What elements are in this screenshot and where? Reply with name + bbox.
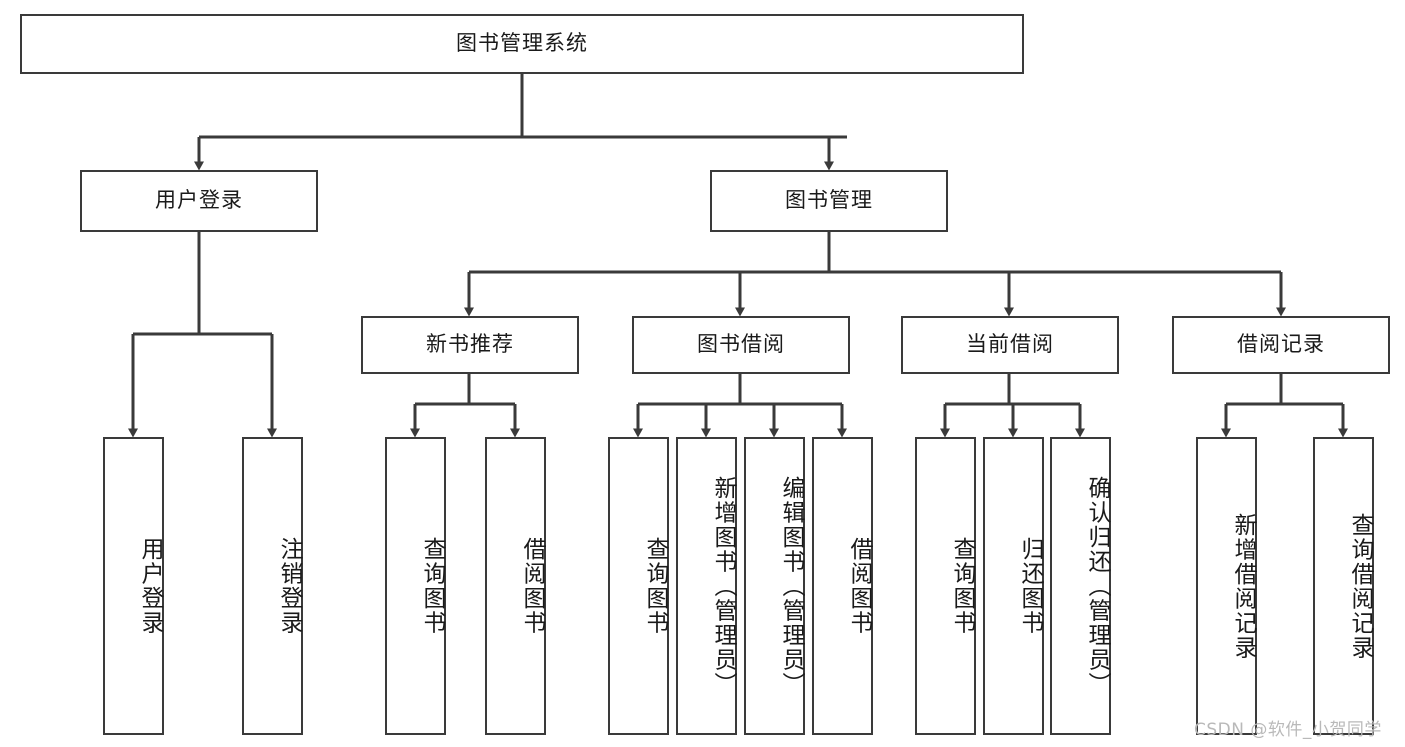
leaf-query-borrow-record-label: 查询借阅记录 — [1347, 512, 1373, 660]
leaf-add-book-admin[interactable]: 新增图书（管理员） — [676, 437, 737, 735]
leaf-query-book-current-label: 查询图书 — [949, 537, 975, 635]
node-book-manage[interactable]: 图书管理 — [710, 170, 948, 232]
node-new-book-recommend-label: 新书推荐 — [426, 332, 514, 357]
leaf-query-book-current[interactable]: 查询图书 — [915, 437, 976, 735]
node-new-book-recommend[interactable]: 新书推荐 — [361, 316, 579, 374]
node-book-borrow[interactable]: 图书借阅 — [632, 316, 850, 374]
leaf-query-book-borrow-label: 查询图书 — [642, 537, 668, 635]
leaf-borrow-book-borrow[interactable]: 借阅图书 — [812, 437, 873, 735]
leaf-confirm-return-admin[interactable]: 确认归还（管理员） — [1050, 437, 1111, 735]
node-root-label: 图书管理系统 — [456, 31, 588, 56]
leaf-query-book-borrow[interactable]: 查询图书 — [608, 437, 669, 735]
leaf-return-book[interactable]: 归还图书 — [983, 437, 1044, 735]
leaf-edit-book-admin[interactable]: 编辑图书（管理员） — [744, 437, 805, 735]
node-user-login-label: 用户登录 — [155, 188, 243, 213]
node-current-borrow[interactable]: 当前借阅 — [901, 316, 1119, 374]
leaf-query-borrow-record[interactable]: 查询借阅记录 — [1313, 437, 1374, 735]
leaf-add-book-admin-label: 新增图书（管理员） — [710, 475, 736, 697]
leaf-borrow-book-borrow-label: 借阅图书 — [846, 537, 872, 635]
leaf-user-login-label: 用户登录 — [137, 537, 163, 635]
node-user-login[interactable]: 用户登录 — [80, 170, 318, 232]
node-borrow-record[interactable]: 借阅记录 — [1172, 316, 1390, 374]
leaf-add-borrow-record[interactable]: 新增借阅记录 — [1196, 437, 1257, 735]
leaf-query-book-recommend[interactable]: 查询图书 — [385, 437, 446, 735]
leaf-borrow-book-recommend-label: 借阅图书 — [519, 537, 545, 635]
leaf-query-book-recommend-label: 查询图书 — [419, 537, 445, 635]
node-borrow-record-label: 借阅记录 — [1237, 332, 1325, 357]
leaf-logout-label: 注销登录 — [276, 537, 302, 635]
leaf-add-borrow-record-label: 新增借阅记录 — [1230, 512, 1256, 660]
leaf-confirm-return-admin-label: 确认归还（管理员） — [1084, 475, 1110, 697]
csdn-watermark: CSDN @软件_小贺同学 — [1194, 720, 1382, 740]
node-book-borrow-label: 图书借阅 — [697, 332, 785, 357]
node-current-borrow-label: 当前借阅 — [966, 332, 1054, 357]
leaf-edit-book-admin-label: 编辑图书（管理员） — [778, 475, 804, 697]
node-root[interactable]: 图书管理系统 — [20, 14, 1024, 74]
leaf-logout[interactable]: 注销登录 — [242, 437, 303, 735]
leaf-borrow-book-recommend[interactable]: 借阅图书 — [485, 437, 546, 735]
leaf-return-book-label: 归还图书 — [1017, 537, 1043, 635]
leaf-user-login[interactable]: 用户登录 — [103, 437, 164, 735]
node-book-manage-label: 图书管理 — [785, 188, 873, 213]
